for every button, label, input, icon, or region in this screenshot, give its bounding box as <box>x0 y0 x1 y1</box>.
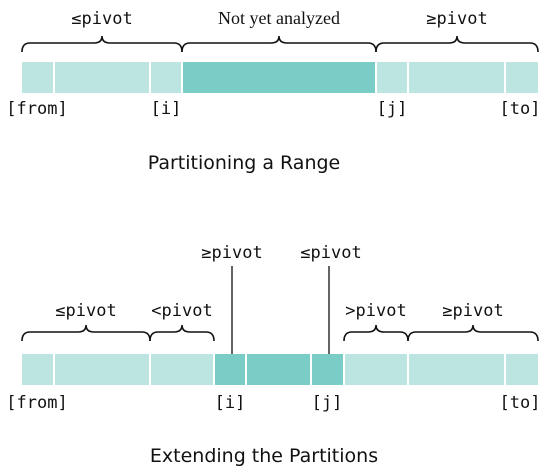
index-to: [to] <box>500 99 541 119</box>
label-le-pivot: ≤pivot <box>71 9 132 29</box>
index-j: [j] <box>377 99 408 119</box>
index-i: [i] <box>215 393 246 413</box>
label-le-pivot-at-j: ≤pivot <box>300 243 361 263</box>
label-ge-pivot: ≥pivot <box>442 301 503 321</box>
cells-le-pivot <box>22 62 182 93</box>
brace-le-pivot <box>21 35 183 53</box>
label-ge-pivot: ≥pivot <box>426 9 487 29</box>
brace-ge-pivot <box>407 324 539 342</box>
cells-ge-pivot <box>344 354 538 385</box>
cells-not-analyzed <box>182 62 376 93</box>
top-diagram: ≤pivot Not yet analyzed ≥pivot [from] [i… <box>6 8 540 174</box>
index-to: [to] <box>500 393 541 413</box>
cells-ge-pivot <box>376 62 538 93</box>
brace-gt-pivot <box>343 324 409 342</box>
label-ge-pivot-at-i: ≥pivot <box>201 243 262 263</box>
index-i: [i] <box>151 99 182 119</box>
label-lt-pivot: <pivot <box>151 301 212 321</box>
label-gt-pivot: >pivot <box>345 301 406 321</box>
index-from: [from] <box>6 393 67 413</box>
label-le-pivot: ≤pivot <box>55 301 116 321</box>
bottom-diagram: ≥pivot ≤pivot ≤pivot <pivot >pivot ≥pivo… <box>6 243 540 467</box>
label-not-analyzed: Not yet analyzed <box>218 8 340 28</box>
index-j: [j] <box>312 393 343 413</box>
brace-ge-pivot <box>375 35 539 53</box>
brace-le-pivot <box>21 324 151 342</box>
brace-not-analyzed <box>181 35 377 53</box>
cells-not-analyzed <box>214 354 344 385</box>
brace-lt-pivot <box>149 324 215 342</box>
index-from: [from] <box>6 99 67 119</box>
caption-partitioning: Partitioning a Range <box>148 152 341 174</box>
cells-le-pivot <box>22 354 214 385</box>
caption-extending: Extending the Partitions <box>150 445 378 467</box>
